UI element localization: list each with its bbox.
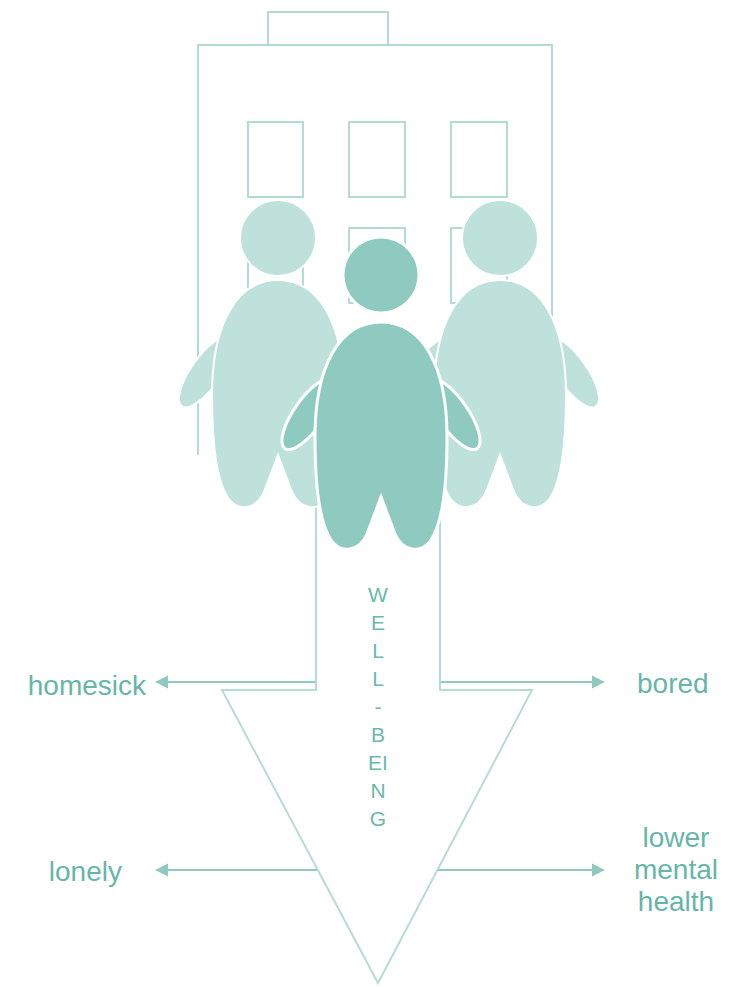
arrowhead: [155, 864, 168, 877]
building-window: [451, 122, 507, 197]
effect-label: bored: [637, 668, 709, 700]
leader-arrow: [437, 869, 595, 871]
person-figure: [273, 237, 490, 549]
building-roof: [268, 12, 388, 45]
leader-arrow: [440, 681, 595, 683]
arrowhead: [592, 864, 605, 877]
effect-label: homesick: [28, 670, 146, 702]
building-window: [248, 122, 303, 197]
building-window: [349, 122, 405, 197]
arrowhead: [155, 676, 168, 689]
arrowhead: [592, 676, 605, 689]
leader-arrow: [165, 681, 316, 683]
vertical-label: WELL - BEING: [368, 581, 389, 833]
leader-arrow: [165, 869, 317, 871]
effect-label: lower mental health: [620, 822, 732, 918]
arrow-shape: WELL - BEING: [222, 555, 532, 985]
effect-label: lonely: [49, 856, 122, 888]
arrow-outline-path: [222, 555, 532, 983]
